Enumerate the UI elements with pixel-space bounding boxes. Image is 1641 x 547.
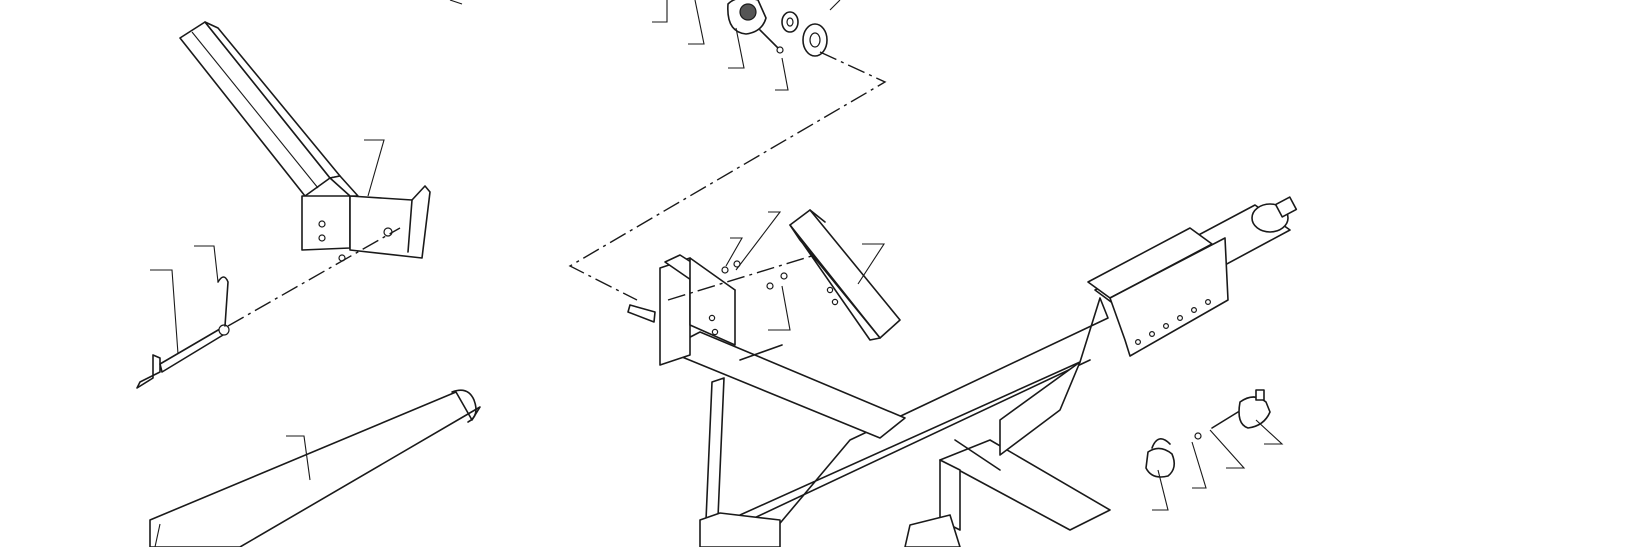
main-frame	[659, 254, 1111, 547]
spindle-hub-assembly	[568, 0, 887, 301]
hitch-pin	[136, 227, 401, 389]
tube-shaft	[149, 389, 481, 547]
jack-stand-bracket	[179, 21, 431, 262]
hose-coupler-assembly	[1145, 389, 1271, 478]
callout-leaders	[150, 0, 1284, 511]
upright-bracket-pair	[627, 209, 901, 341]
lift-cylinder	[1087, 196, 1298, 357]
